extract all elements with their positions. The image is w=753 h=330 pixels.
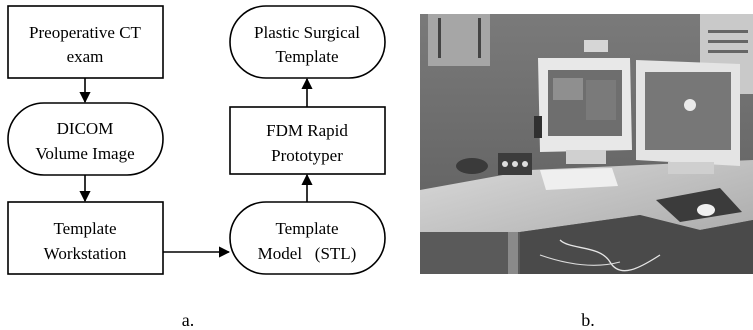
flowchart-labels: Preoperative CT exam DICOM Volume Image … (29, 23, 360, 263)
node-template-workstation (7, 201, 164, 275)
fdm-line1: FDM Rapid (266, 121, 348, 140)
plastic-line1: Plastic Surgical (254, 23, 360, 42)
plastic-line2: Template (275, 47, 338, 66)
model-line2: Model (STL) (258, 244, 357, 263)
node-plastic-template (229, 5, 386, 79)
node-preoperative-ct (7, 5, 164, 79)
node-dicom-volume (7, 102, 164, 176)
workstation-photo (420, 14, 753, 274)
node-template-model (229, 201, 386, 275)
preop-ct-line2: exam (67, 47, 104, 66)
workstation-line1: Template (53, 219, 116, 238)
caption-b: b. (581, 310, 595, 330)
workstation-line2: Workstation (44, 244, 127, 263)
caption-a: a. (182, 310, 195, 330)
dicom-line2: Volume Image (35, 144, 134, 163)
dicom-line1: DICOM (57, 119, 114, 138)
preop-ct-line1: Preoperative CT (29, 23, 141, 42)
fdm-line2: Prototyper (271, 146, 343, 165)
model-line1: Template (275, 219, 338, 238)
flowchart (7, 5, 386, 275)
